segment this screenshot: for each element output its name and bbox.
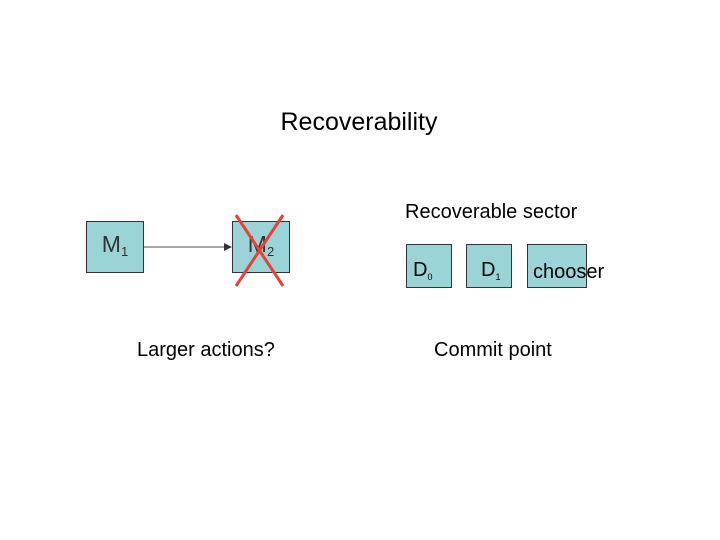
arrow-head bbox=[224, 243, 232, 251]
d1-box bbox=[466, 244, 512, 288]
m1-label: M1 bbox=[101, 231, 129, 259]
right-caption: Commit point bbox=[434, 339, 552, 361]
chooser-box bbox=[527, 244, 587, 288]
d0-box bbox=[406, 244, 452, 288]
slide-title: Recoverability bbox=[280, 108, 438, 136]
d1-label: D1 bbox=[481, 259, 501, 282]
cross-stroke-2 bbox=[234, 214, 285, 287]
recoverable-sector-heading: Recoverable sector bbox=[405, 201, 578, 223]
d0-label: D0 bbox=[413, 259, 433, 282]
m1-box: M1 bbox=[86, 221, 144, 273]
left-caption: Larger actions? bbox=[137, 339, 275, 361]
chooser-label: chooser bbox=[533, 261, 605, 283]
